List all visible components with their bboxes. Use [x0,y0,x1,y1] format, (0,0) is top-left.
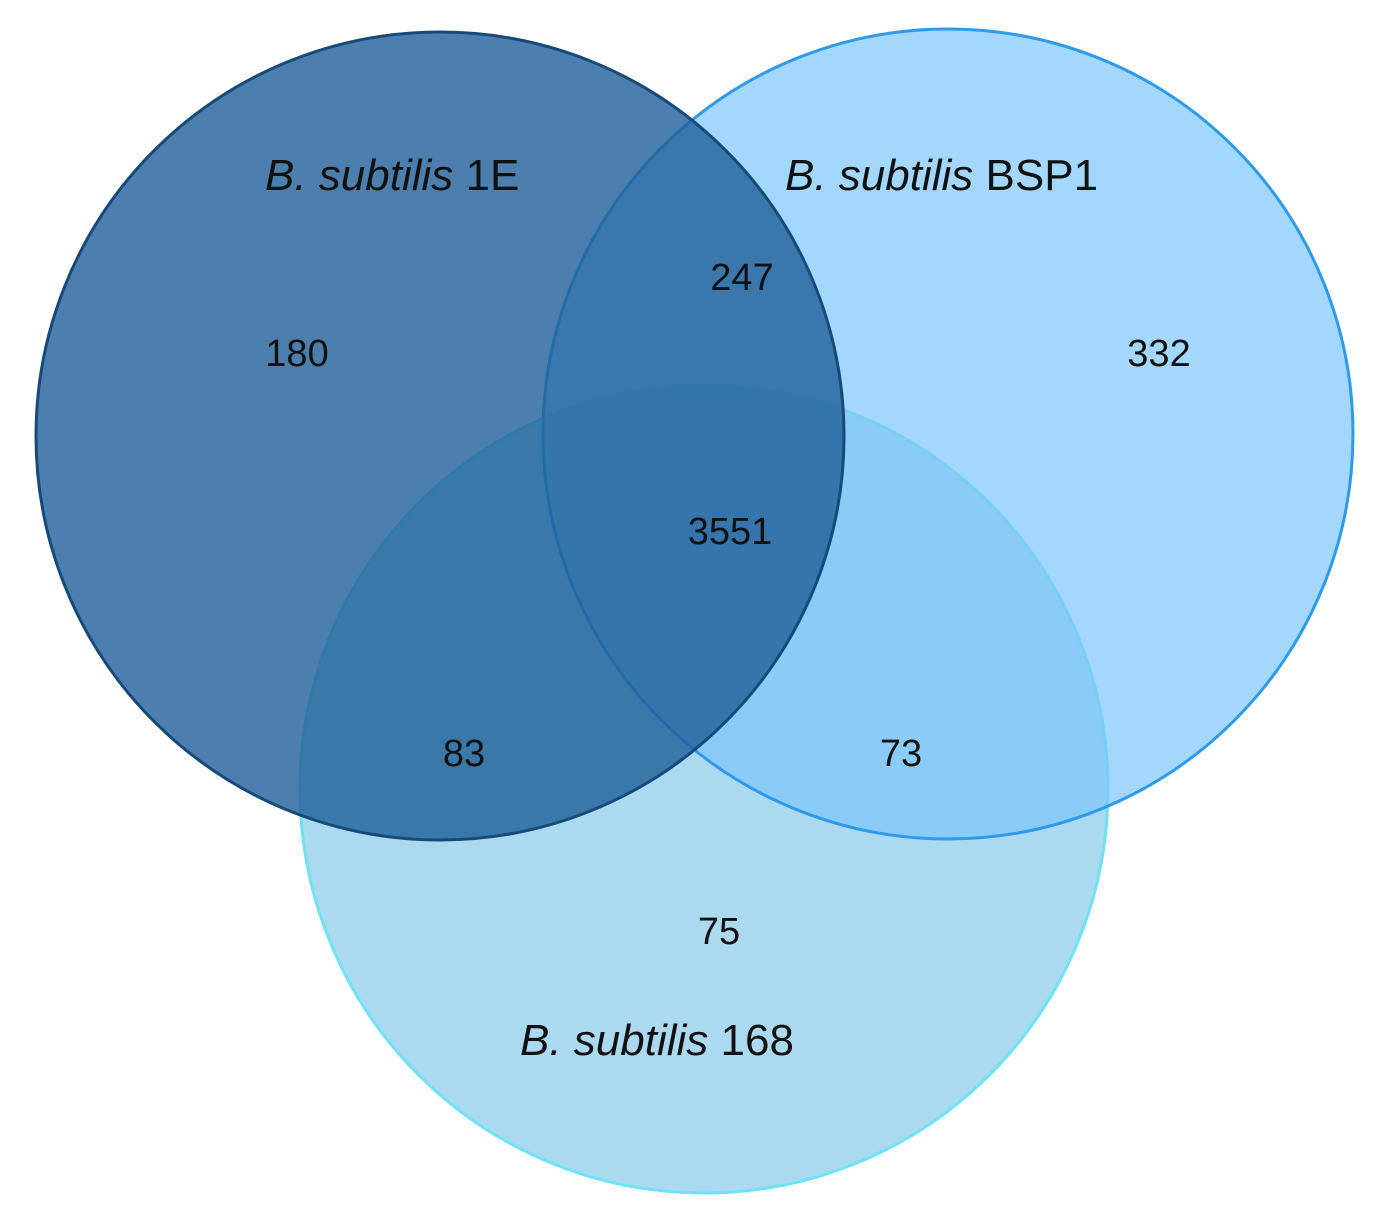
count-only-168: 75 [698,911,740,953]
set-label-1e: B. subtilis 1E [265,151,519,200]
set-label-1e-genus: B. subtilis [265,151,453,200]
set-label-bsp1: B. subtilis BSP1 [785,151,1098,200]
set-label-bsp1-genus: B. subtilis [785,151,973,200]
count-bsp1-168: 73 [880,733,922,775]
circle-1e [34,30,846,842]
set-label-168: B. subtilis 168 [520,1016,794,1065]
count-1e-bsp1: 247 [710,257,773,299]
count-only-bsp1: 332 [1127,333,1190,375]
count-1e-168: 83 [443,733,485,775]
set-label-168-genus: B. subtilis [520,1016,708,1065]
set-label-bsp1-strain: BSP1 [986,151,1099,200]
count-all: 3551 [688,511,773,553]
count-only-1e: 180 [265,333,328,375]
set-label-1e-strain: 1E [466,151,520,200]
set-label-168-strain: 168 [721,1016,794,1065]
